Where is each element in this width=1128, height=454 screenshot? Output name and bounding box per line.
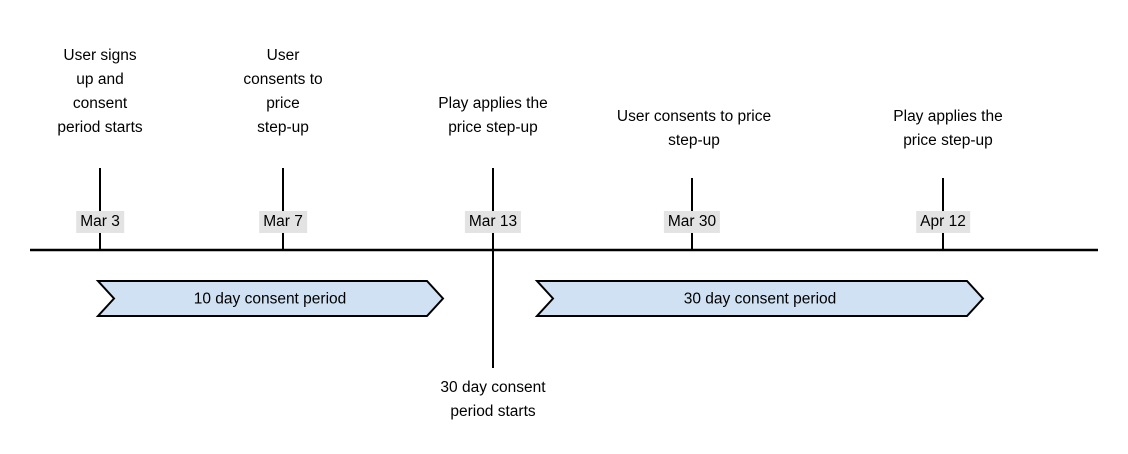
event-label-stepup-1: Play applies the price step-up — [438, 95, 548, 136]
date-chip-mar-7: Mar 7 — [259, 211, 307, 233]
annotation-consent-period-start: 30 day consent period starts — [440, 379, 546, 420]
date-chip-apr-12: Apr 12 — [916, 211, 970, 233]
event-label-consent-1: User consents to price step-up — [243, 47, 323, 136]
period-label-10-day: 10 day consent period — [193, 290, 347, 308]
date-chip-mar-3: Mar 3 — [76, 211, 124, 233]
period-label-30-day: 30 day consent period — [683, 290, 837, 308]
period-banner-10-day — [95, 280, 445, 317]
event-label-stepup-2: Play applies the price step-up — [893, 108, 1003, 149]
event-label-signup: User signs up and consent period starts — [57, 47, 143, 136]
event-label-consent-2: User consents to price step-up — [616, 108, 772, 149]
period-banner-30-day — [534, 280, 985, 317]
date-chip-mar-30: Mar 30 — [663, 211, 721, 233]
date-chip-mar-13: Mar 13 — [464, 211, 522, 233]
